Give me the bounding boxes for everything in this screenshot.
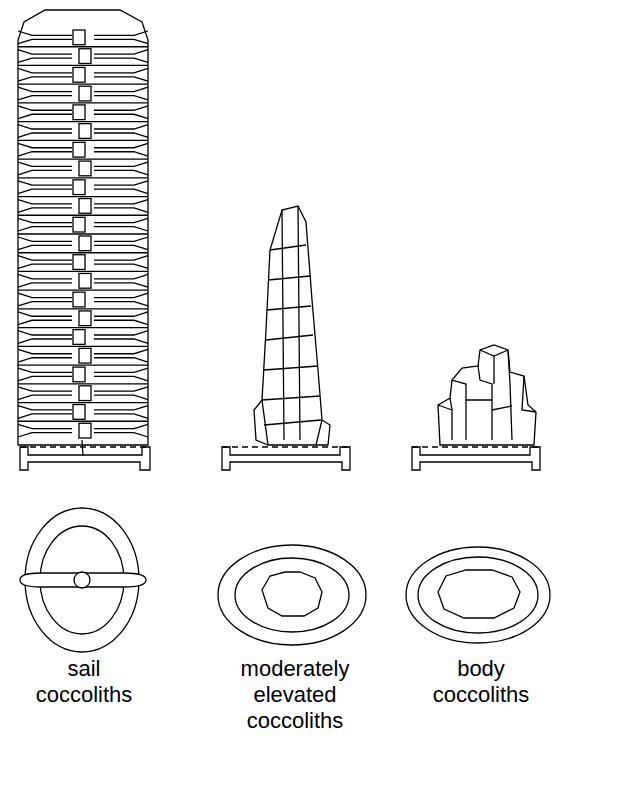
sail-coccolith-plan (20, 508, 146, 652)
sail-coccolith-side (18, 10, 148, 456)
elevated-coccolith-side (222, 206, 350, 470)
sail-base-plate (20, 447, 150, 470)
body-coccolith-side (412, 345, 540, 470)
sail-label: sail coccoliths (19, 656, 149, 708)
body-coccolith-plan (406, 547, 550, 643)
elevated-coccolith-plan (218, 545, 366, 645)
elevated-label: moderately elevated coccoliths (225, 656, 365, 734)
body-label: body coccoliths (416, 656, 546, 708)
